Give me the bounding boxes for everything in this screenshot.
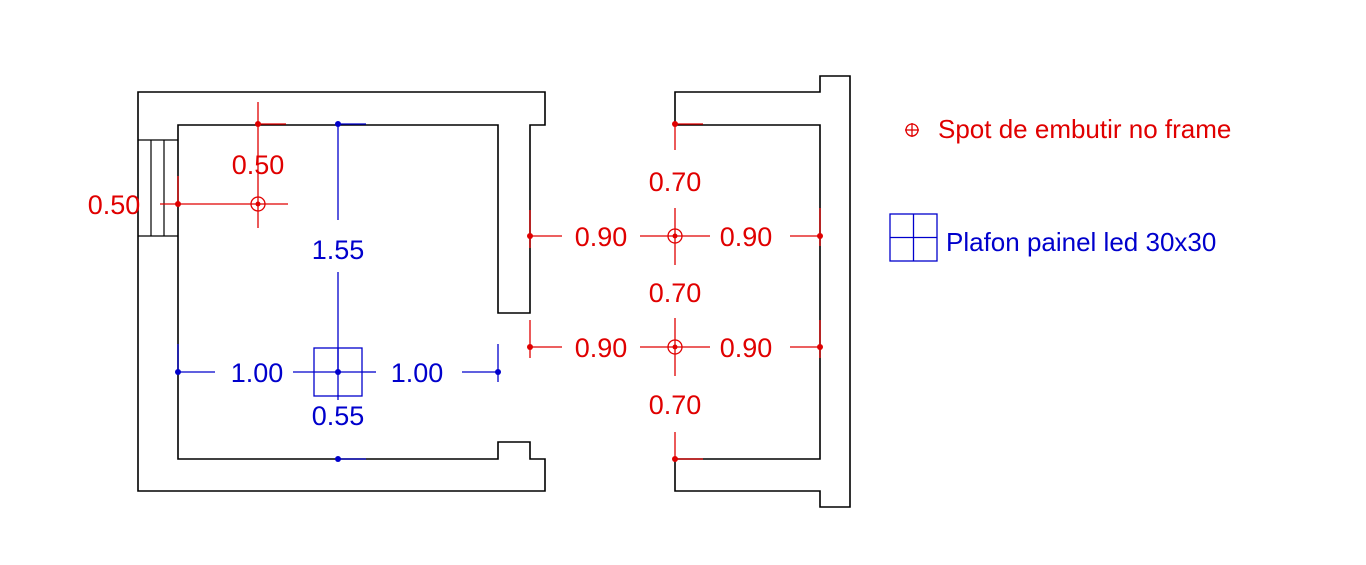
dimension-label: 1.00 <box>231 358 284 388</box>
dimension-label: 0.90 <box>575 222 628 252</box>
legend-spot-label: Spot de embutir no frame <box>938 114 1231 144</box>
spot-icon <box>250 196 266 212</box>
right-spot-dimensions <box>527 121 823 462</box>
right-room-walls <box>674 75 851 508</box>
dimension-label: 0.70 <box>649 278 702 308</box>
dimension-label: 0.90 <box>720 222 773 252</box>
dimension-label: 0.90 <box>575 333 628 363</box>
left-room-outer-wall <box>137 91 546 492</box>
dimension-label: 0.70 <box>649 390 702 420</box>
legend: Spot de embutir no frame Plafon painel l… <box>889 114 1231 262</box>
left-spot-dimensions <box>160 102 288 228</box>
dimension-label: 0.90 <box>720 333 773 363</box>
dimension-label: 1.55 <box>312 235 365 265</box>
left-panel-dimensions <box>175 121 501 462</box>
led-panel-icon <box>889 213 938 262</box>
spot-icon <box>667 339 683 355</box>
legend-panel-label: Plafon painel led 30x30 <box>946 227 1216 257</box>
right-room-outer-wall <box>674 75 851 508</box>
spot-icon <box>667 228 683 244</box>
left-stair <box>138 139 178 237</box>
dimension-label: 0.50 <box>232 150 285 180</box>
led-panel-icon <box>313 347 363 397</box>
dimension-label: 0.50 <box>88 190 141 220</box>
dimension-label: 1.00 <box>391 358 444 388</box>
dimension-label: 0.70 <box>649 167 702 197</box>
left-room-walls <box>137 91 546 492</box>
dimension-label: 0.55 <box>312 401 365 431</box>
spot-icon <box>905 123 919 137</box>
